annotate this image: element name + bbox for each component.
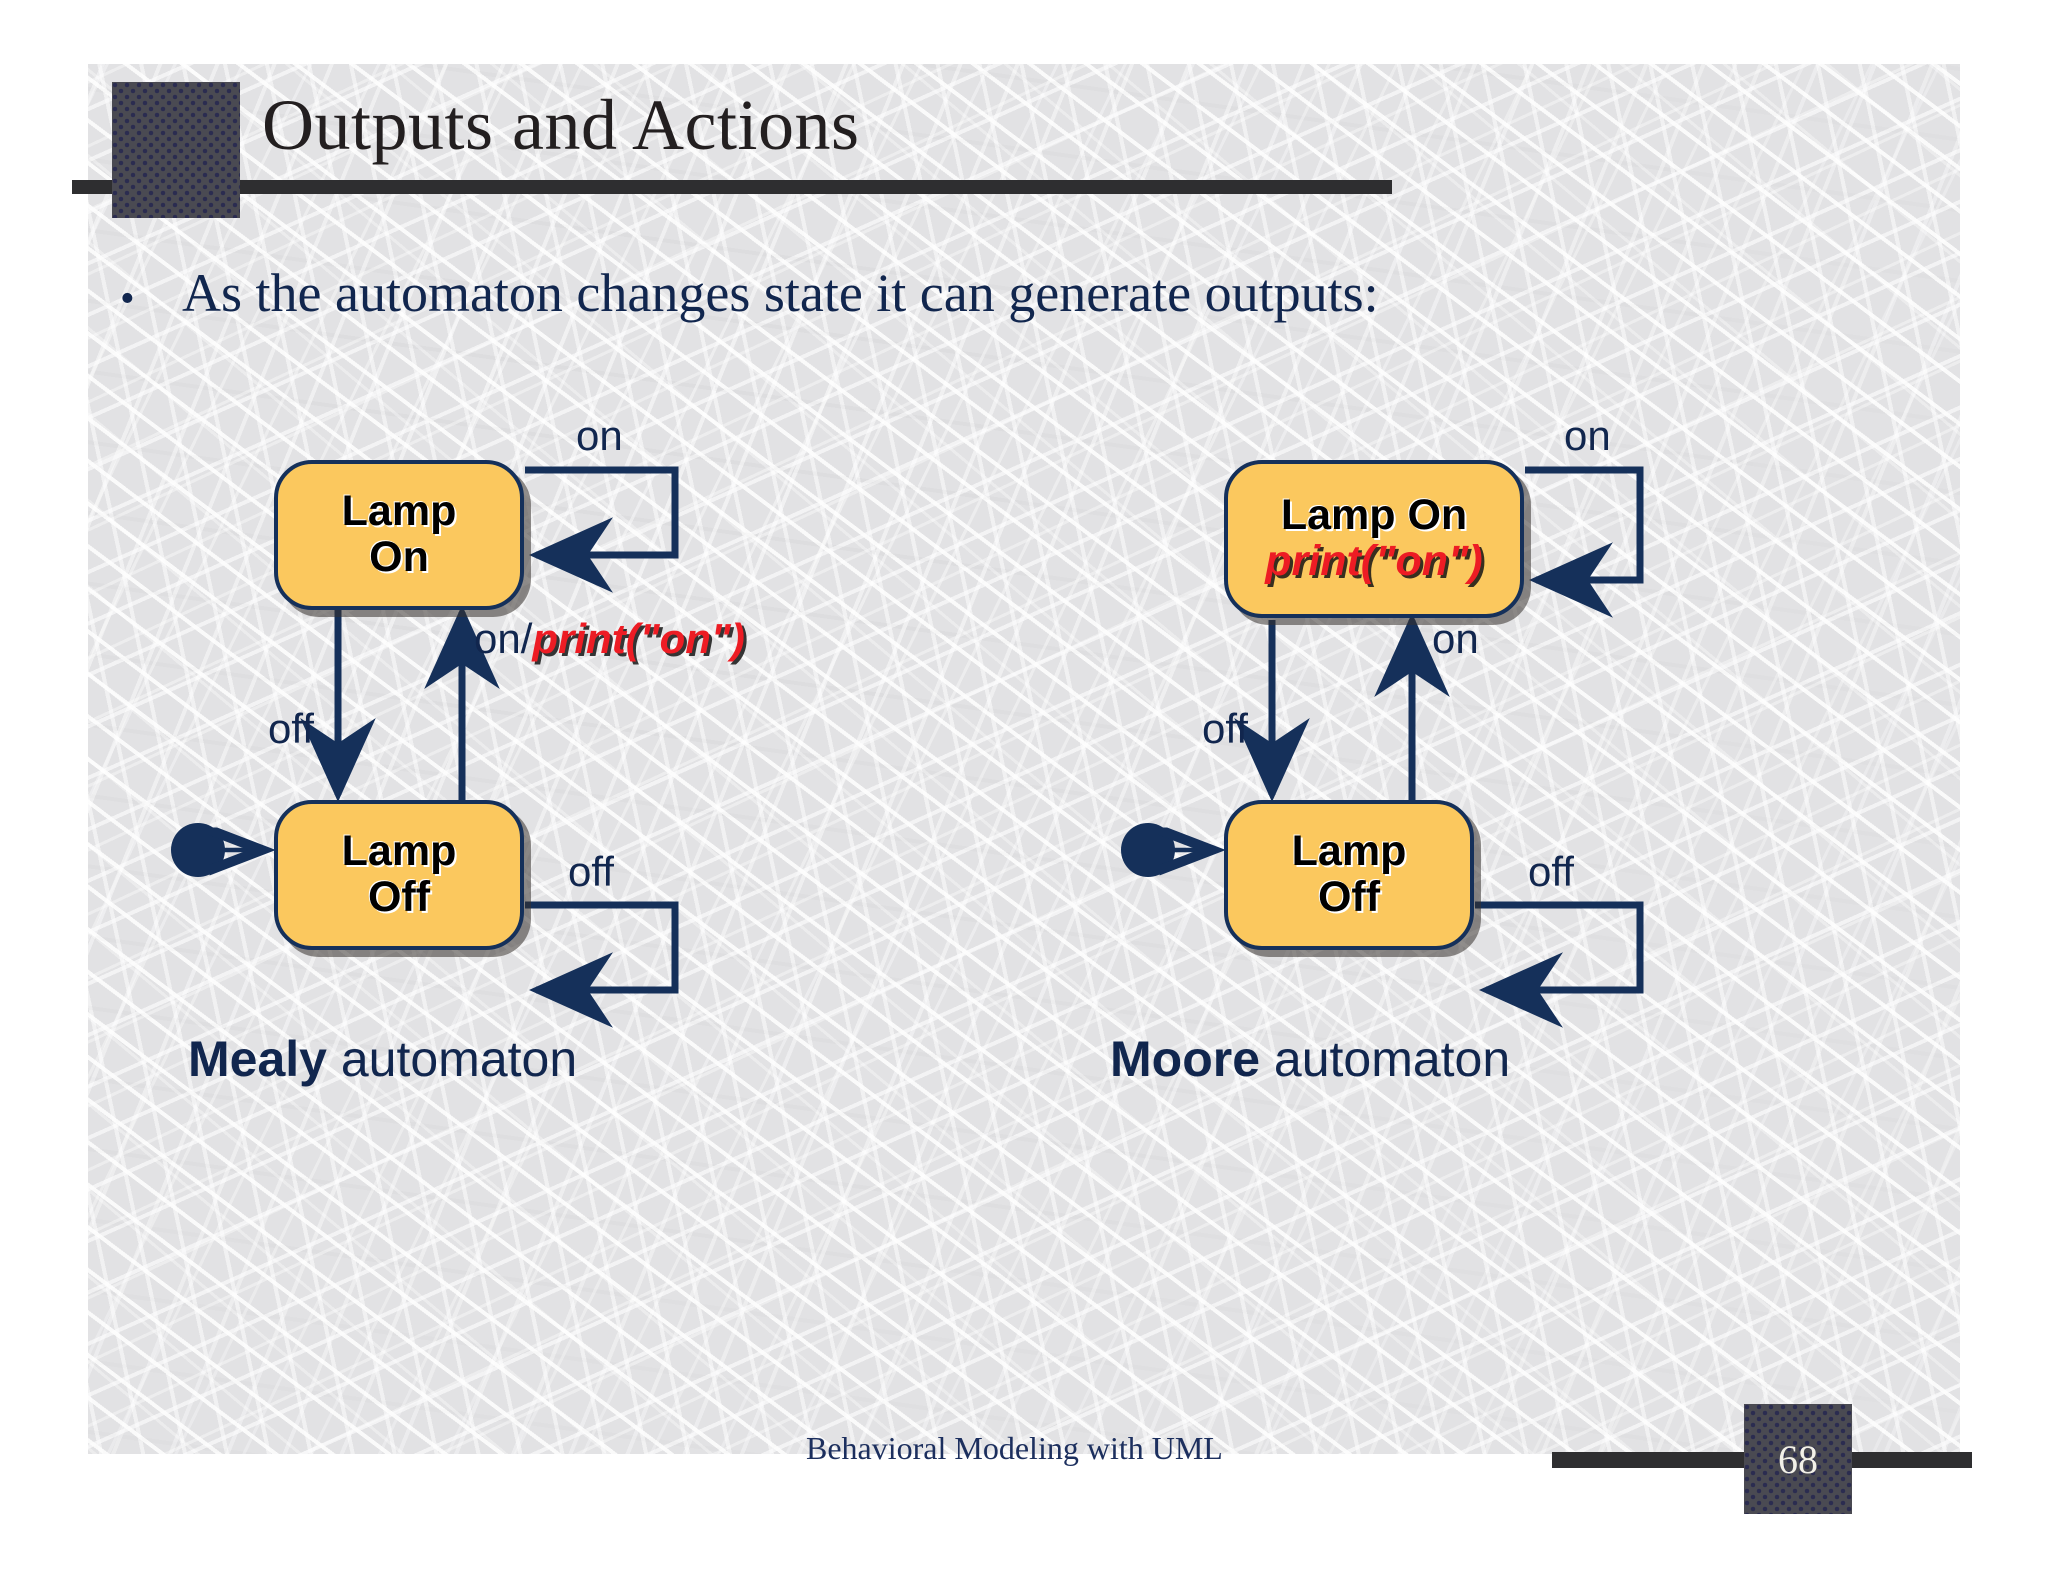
- moore-self-loop-on: [1525, 466, 1644, 618]
- moore-initial-state-icon: [1121, 823, 1175, 877]
- footer-text: Behavioral Modeling with UML: [806, 1430, 1223, 1466]
- moore-label-off-selfloop: off: [1528, 848, 1574, 895]
- mealy-caption: Mealy automaton: [188, 1030, 577, 1088]
- moore-caption-rest: automaton: [1260, 1031, 1511, 1087]
- moore-self-loop-off: [1475, 901, 1644, 1028]
- bullet-text: As the automaton changes state it can ge…: [182, 263, 1379, 323]
- moore-caption-bold: Moore: [1110, 1031, 1260, 1087]
- title-underline-rule: [72, 180, 1392, 194]
- mealy-caption-rest: automaton: [326, 1031, 578, 1087]
- mealy-state-lamp-on-label: Lamp On: [341, 487, 457, 581]
- mealy-caption-bold: Mealy: [188, 1031, 327, 1087]
- mealy-label-on-print-up: on/print("on"): [474, 615, 745, 663]
- mealy-label-event: on/: [474, 615, 533, 662]
- moore-automaton-diagram: Lamp On print("on") Lamp Off on off on o…: [1110, 412, 1880, 1250]
- mealy-state-lamp-on[interactable]: Lamp On: [274, 460, 524, 610]
- moore-state-lamp-off-label: Lamp Off: [1291, 827, 1407, 921]
- moore-label-on-up: on: [1432, 615, 1479, 662]
- moore-transition-wires: [1121, 466, 1644, 1028]
- mealy-state-lamp-off-label: Lamp Off: [341, 827, 457, 921]
- moore-state-lamp-on[interactable]: Lamp On print("on"): [1224, 460, 1524, 618]
- slide-background: [88, 64, 1960, 1454]
- mealy-label-off-selfloop: off: [568, 848, 614, 895]
- moore-label-off-down: off: [1202, 705, 1248, 752]
- mealy-automaton-diagram: Lamp On Lamp Off on off on/print("on") o…: [170, 412, 910, 1250]
- page-number: 68: [1778, 1436, 1818, 1482]
- moore-caption: Moore automaton: [1110, 1030, 1510, 1088]
- moore-state-lamp-off[interactable]: Lamp Off: [1224, 800, 1474, 950]
- page-title: Outputs and Actions: [262, 85, 860, 165]
- mealy-self-loop-off: [525, 901, 679, 1028]
- mealy-self-loop-on: [525, 466, 679, 593]
- mealy-transition-wires: [171, 466, 679, 1028]
- paper-texture-layer-2: [88, 64, 1960, 1454]
- page-number-block: 68: [1744, 1404, 1852, 1514]
- mealy-label-action: print("on"): [532, 615, 745, 662]
- bullet-item: • As the automaton changes state it can …: [120, 256, 1440, 331]
- mealy-label-on-selfloop: on: [576, 412, 623, 459]
- mealy-state-lamp-off[interactable]: Lamp Off: [274, 800, 524, 950]
- title-decoration-block: [112, 82, 240, 218]
- paper-texture-layer-3: [88, 64, 1960, 1454]
- bullet-marker-icon: •: [120, 276, 135, 322]
- mealy-label-off-down: off: [268, 705, 314, 752]
- moore-label-on-selfloop: on: [1564, 412, 1611, 459]
- moore-state-lamp-on-label: Lamp On: [1280, 491, 1468, 540]
- moore-state-lamp-on-action: print("on"): [1265, 537, 1483, 585]
- mealy-initial-state-icon: [171, 823, 225, 877]
